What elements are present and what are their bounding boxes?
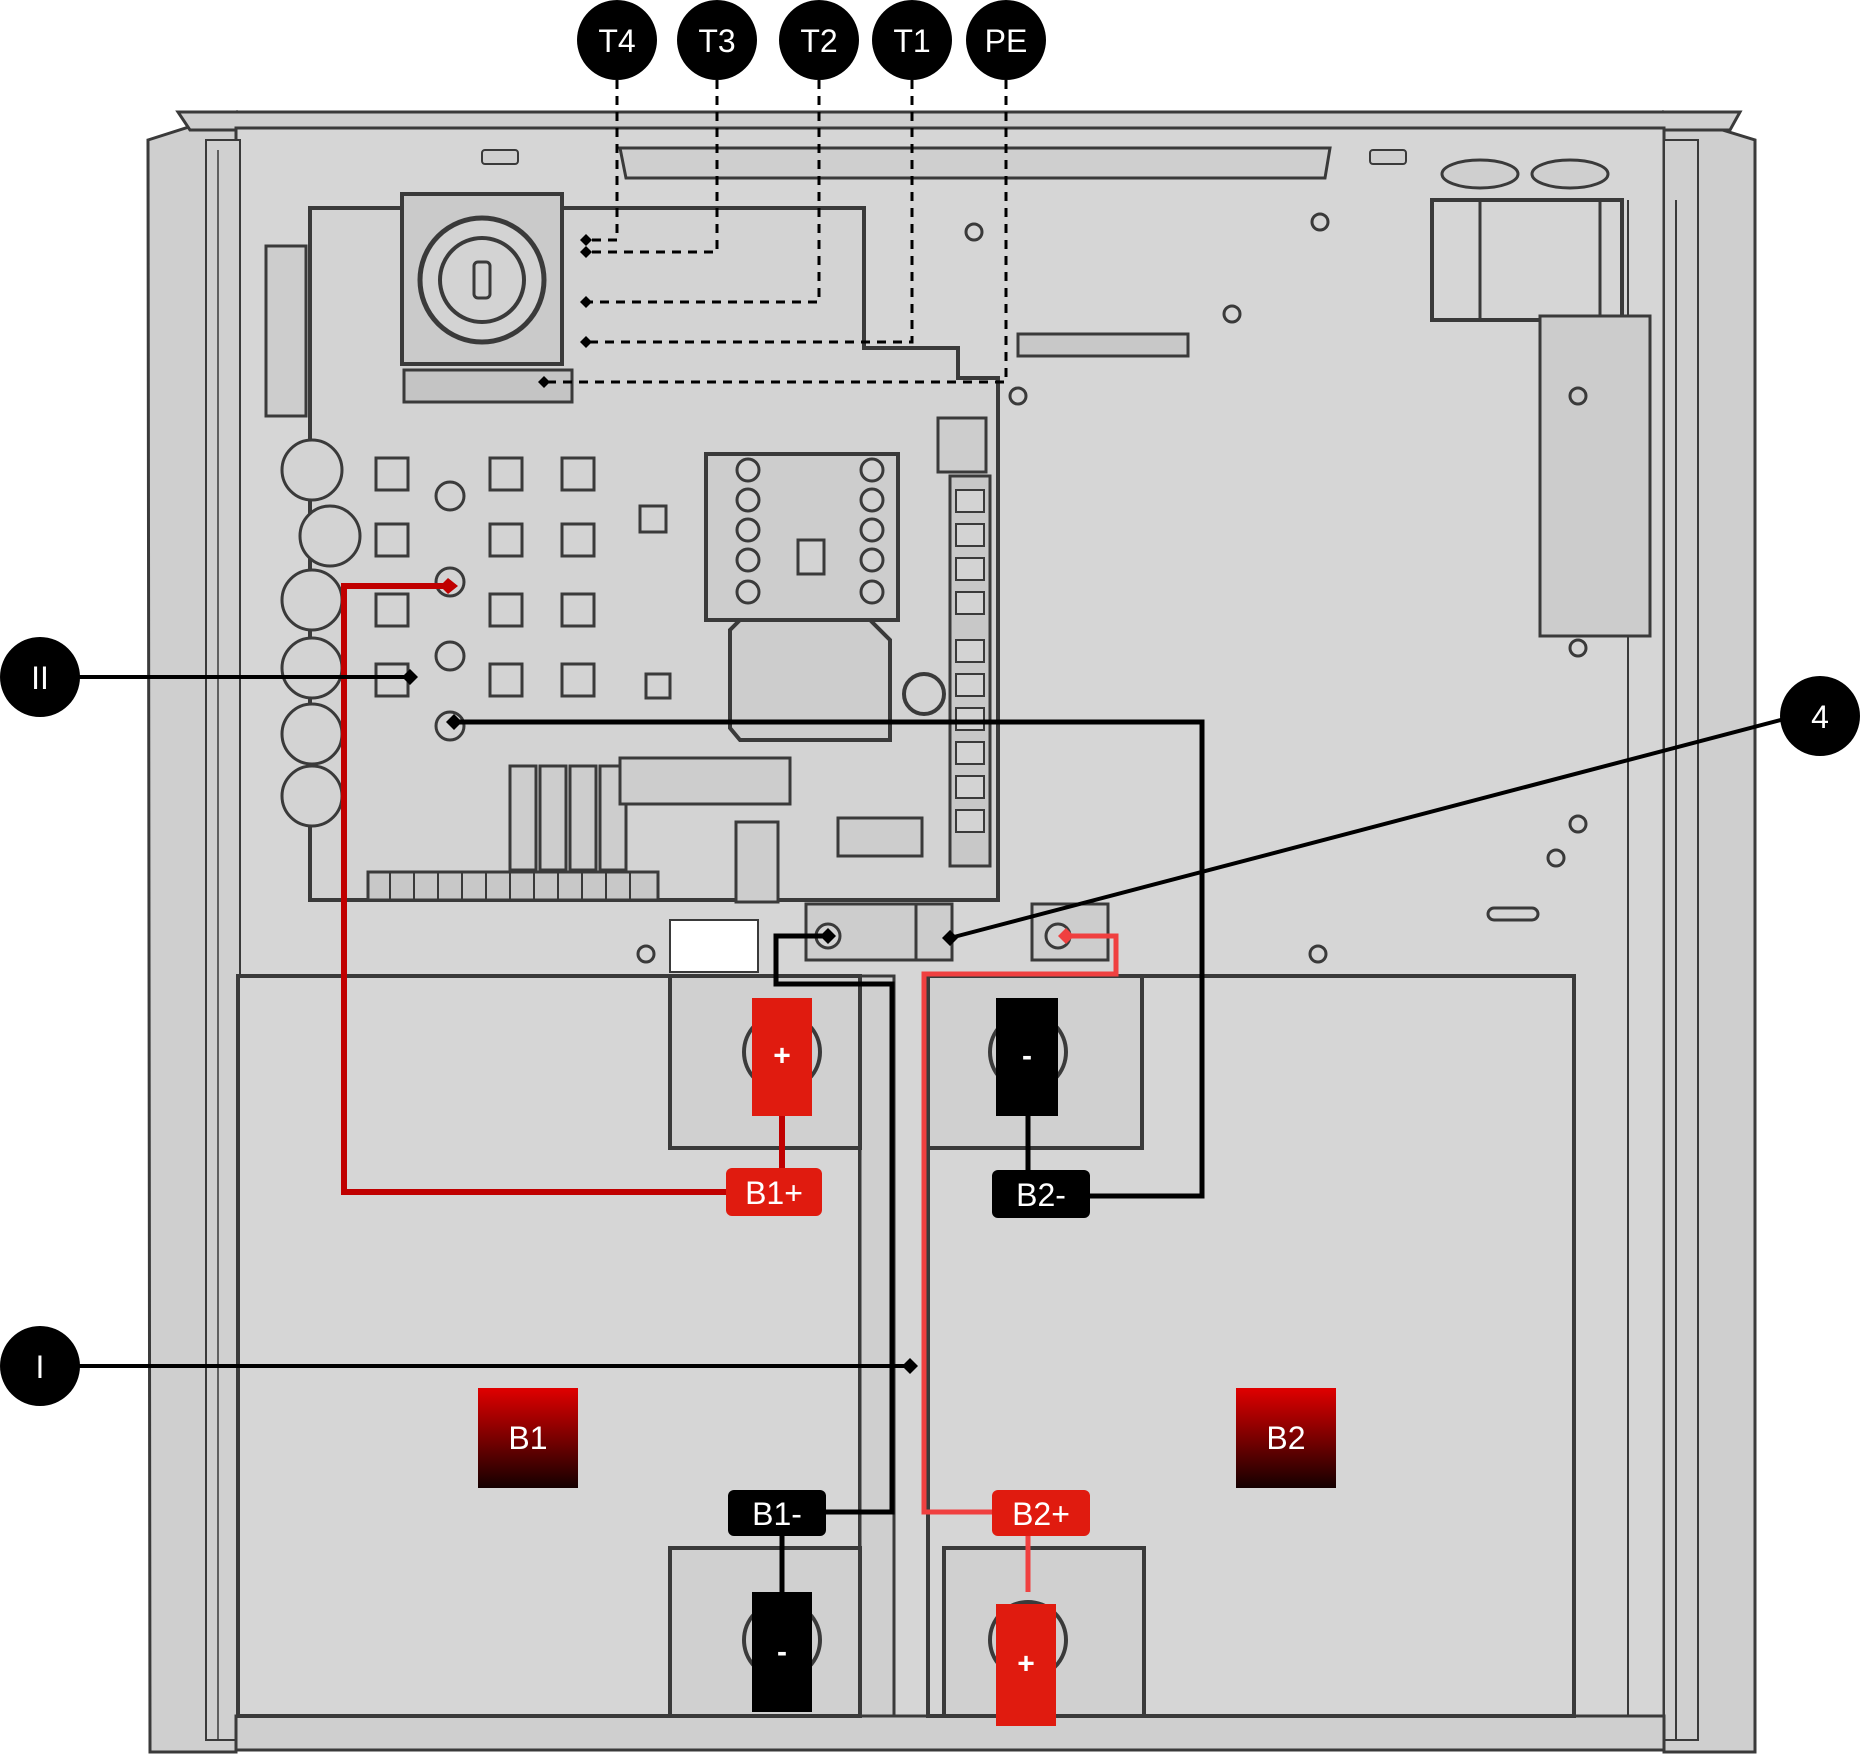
callout-ii-label: II <box>31 660 49 696</box>
battery-label-b1-text: B1 <box>508 1420 547 1456</box>
leader-lines <box>76 675 1797 1368</box>
leader-four <box>949 714 1797 940</box>
callout-t4-label: T4 <box>598 23 635 59</box>
callout-t2: T2 <box>779 0 859 80</box>
line-t3 <box>586 80 719 254</box>
terminal-b2-top: - <box>996 998 1058 1116</box>
tag-b2-minus: B2- <box>992 1170 1090 1218</box>
callout-t4: T4 <box>577 0 657 80</box>
cabinet-left-rail <box>205 139 241 1741</box>
tag-b2-minus-label: B2- <box>1016 1177 1066 1213</box>
callout-t3-label: T3 <box>698 23 735 59</box>
line-t4 <box>586 80 619 242</box>
tag-b1-minus-label: B1- <box>752 1496 802 1532</box>
line-pe <box>544 80 1008 384</box>
callout-i: I <box>0 1326 80 1406</box>
callout-t1-label: T1 <box>893 23 930 59</box>
terminal-b2-top-label: - <box>1022 1040 1032 1073</box>
callout-four-label: 4 <box>1811 699 1829 735</box>
cabinet-bottom-edge <box>234 1714 1666 1752</box>
tag-b1-minus: B1- <box>728 1490 826 1536</box>
battery-label-b2: B2 <box>1236 1388 1336 1488</box>
cable-b2-minus <box>454 719 1205 1199</box>
tag-b1-plus: B1+ <box>726 1168 822 1216</box>
terminal-b1-bottom: - <box>752 1592 812 1712</box>
battery-label-b1: B1 <box>478 1388 578 1488</box>
cabinet-top-edge <box>175 110 1743 132</box>
cabinet-right-rail <box>1663 139 1699 1741</box>
callout-t2-label: T2 <box>800 23 837 59</box>
callout-four: 4 <box>1780 676 1860 756</box>
terminal-b1-bottom-label: - <box>777 1636 787 1669</box>
terminal-b1-top: + <box>752 998 812 1116</box>
line-t1 <box>586 80 914 344</box>
terminal-b2-bottom: + <box>996 1604 1056 1726</box>
cable-b1-plus <box>341 583 785 1195</box>
terminal-b1-top-label: + <box>773 1040 791 1073</box>
callout-ii: II <box>0 637 80 717</box>
callout-t3: T3 <box>677 0 757 80</box>
sensor-lines <box>544 80 1008 384</box>
terminal-b2-bottom-label: + <box>1017 1648 1035 1681</box>
battery-label-b2-text: B2 <box>1266 1420 1305 1456</box>
sensor-line-ends <box>538 234 592 388</box>
tag-b2-plus-label: B2+ <box>1012 1496 1070 1532</box>
callout-pe: PE <box>966 0 1046 80</box>
tag-b2-plus: B2+ <box>992 1490 1090 1536</box>
tag-b1-plus-label: B1+ <box>745 1175 803 1211</box>
callout-i-label: I <box>36 1349 45 1385</box>
callout-t1: T1 <box>872 0 952 80</box>
callout-pe-label: PE <box>985 23 1028 59</box>
